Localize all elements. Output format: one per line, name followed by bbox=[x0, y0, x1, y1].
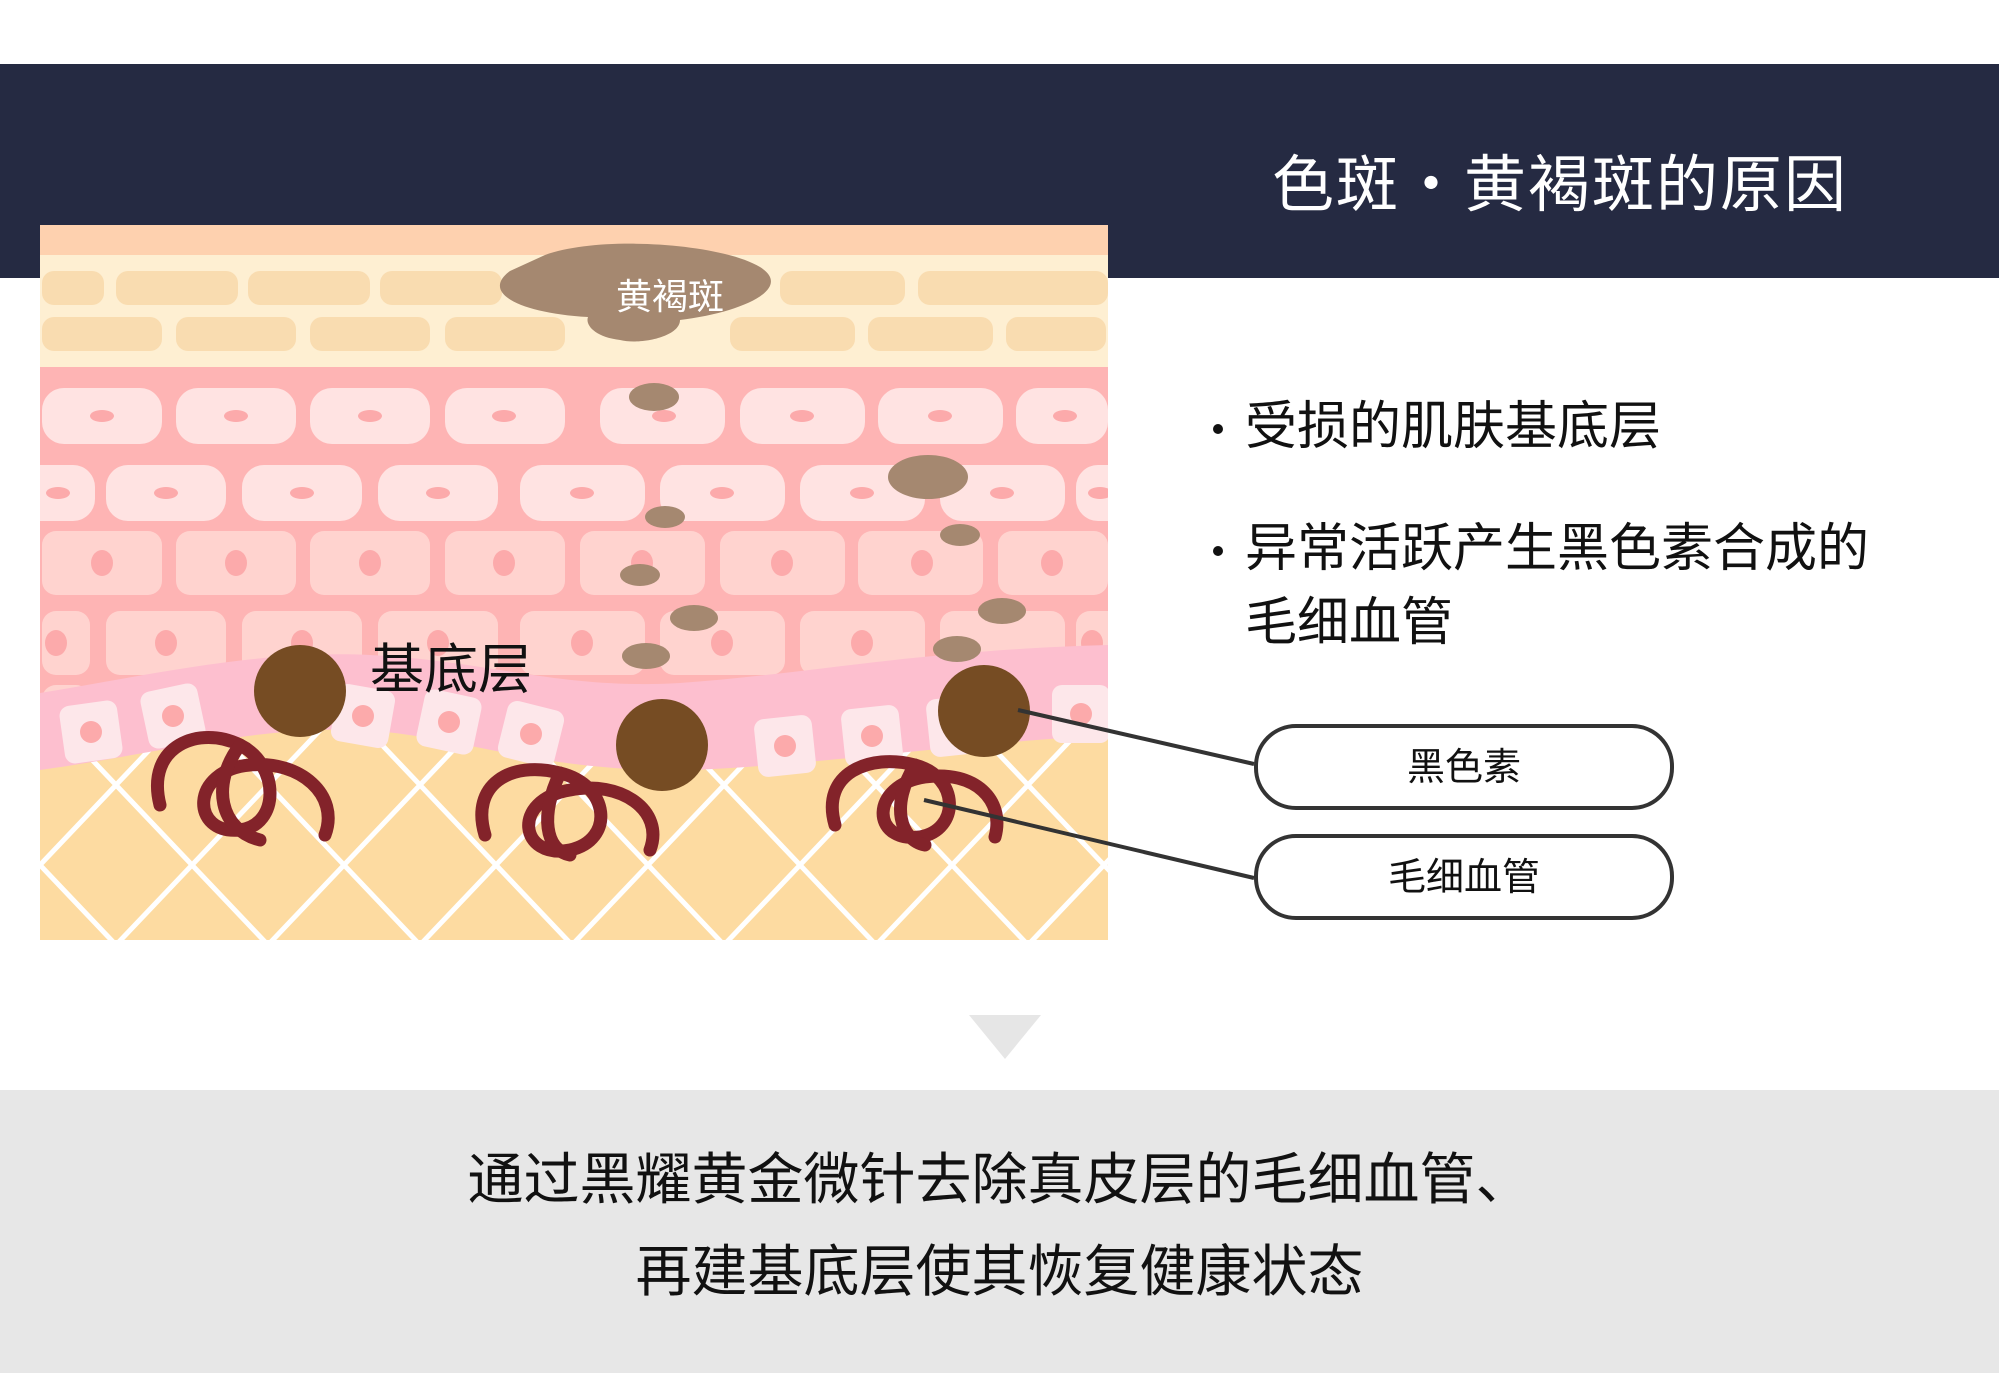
skin-cross-section-diagram: 黄褐斑 基底层 bbox=[40, 225, 1108, 940]
chloasma-label: 黄褐斑 bbox=[615, 277, 724, 318]
basal-layer-label: 基底层 bbox=[370, 638, 532, 701]
summary-line-2: 再建基底层使其恢复健康状态 bbox=[635, 1240, 1364, 1305]
page-title: 色斑・黄褐斑的原因 bbox=[1271, 148, 1848, 221]
cause-item: 受损的肌肤基底层 bbox=[1205, 390, 1965, 464]
footer-band bbox=[0, 1090, 1999, 1373]
treatment-summary: 通过黑耀黄金微针去除真皮层的毛细血管、 再建基底层使其恢复健康状态 bbox=[0, 1135, 1999, 1319]
down-arrow-icon bbox=[969, 1015, 1041, 1059]
capillary-callout: 毛细血管 bbox=[1254, 834, 1674, 920]
cause-item: 异常活跃产生黑色素合成的 毛细血管 bbox=[1205, 512, 1965, 660]
summary-line-1: 通过黑耀黄金微针去除真皮层的毛细血管、 bbox=[467, 1148, 1532, 1213]
cause-list: 受损的肌肤基底层 异常活跃产生黑色素合成的 毛细血管 bbox=[1205, 390, 1965, 708]
bullet-dot-icon bbox=[1213, 424, 1223, 434]
bullet-dot-icon bbox=[1213, 546, 1223, 556]
melanin-callout: 黑色素 bbox=[1254, 724, 1674, 810]
